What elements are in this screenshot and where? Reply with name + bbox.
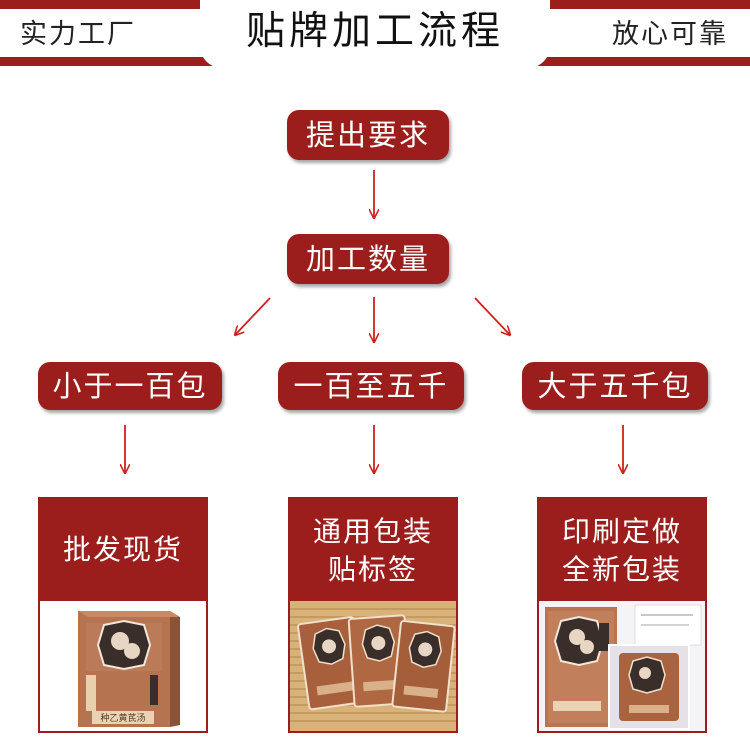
- result-label-line2: 全新包装: [561, 553, 682, 586]
- result-label-line2: 贴标签: [327, 553, 418, 586]
- branch-over-5000: 大于五千包: [522, 362, 708, 410]
- header-right-slogan: 放心可靠: [612, 19, 728, 50]
- result-card-custom-printing: 印刷定做 全新包装: [537, 497, 707, 733]
- result-card-wholesale: 批发现货 种乙黄芪汤: [38, 497, 208, 733]
- branch-under-100: 小于一百包: [38, 362, 222, 410]
- product-photo-sachets: [290, 601, 456, 731]
- page-title: 贴牌加工流程: [200, 0, 550, 68]
- result-label-line1: 通用包装: [312, 515, 433, 548]
- result-label: 批发现货: [62, 533, 183, 566]
- branch-100-to-5000: 一百至五千: [278, 362, 464, 410]
- step-processing-quantity: 加工数量: [287, 234, 449, 284]
- box-label-text: 种乙黄芪汤: [100, 712, 145, 724]
- header-banner: 实力工厂 贴牌加工流程 放心可靠: [0, 0, 750, 72]
- arrow-to-branch-left: [235, 297, 271, 335]
- arrow-to-branch-right: [474, 297, 510, 335]
- product-photo-box: 种乙黄芪汤: [40, 601, 206, 731]
- result-card-generic-packaging: 通用包装 贴标签: [288, 497, 458, 733]
- result-label-line1: 印刷定做: [561, 515, 682, 548]
- header-left-slogan: 实力工厂: [20, 19, 136, 50]
- step-submit-requirements: 提出要求: [287, 110, 449, 160]
- product-photo-custom-box: [539, 601, 705, 731]
